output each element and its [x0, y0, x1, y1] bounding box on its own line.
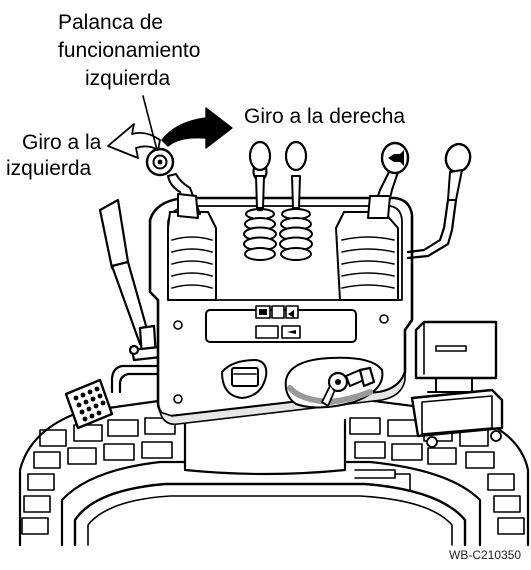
callout-leader	[142, 95, 158, 151]
key-icon	[284, 356, 384, 409]
left-lever-label-line1: Palanca de	[58, 11, 164, 34]
right-operating-lever	[367, 141, 410, 219]
turn-right-label: Giro a la derecha	[244, 105, 406, 128]
blade-lever	[406, 142, 472, 260]
seat	[18, 396, 530, 547]
curved-arrow-icon	[107, 107, 233, 159]
turn-left-label-line2: izquierda	[6, 157, 92, 180]
turn-left-label-line1: Giro a la	[22, 131, 102, 154]
left-lever-knob-icon	[145, 147, 175, 177]
left-lever-label-line3: izquierda	[85, 67, 171, 90]
left-operating-lever	[167, 173, 201, 219]
control-console	[148, 196, 414, 426]
travel-levers	[248, 140, 308, 212]
keypad-icon	[64, 378, 114, 430]
left-lever-label-line2: funcionamiento	[58, 39, 201, 62]
horn-icon	[388, 150, 404, 166]
rocker-switch	[221, 359, 268, 399]
figure-code: WB-C210350	[449, 548, 522, 562]
right-armrest-box	[410, 320, 504, 448]
